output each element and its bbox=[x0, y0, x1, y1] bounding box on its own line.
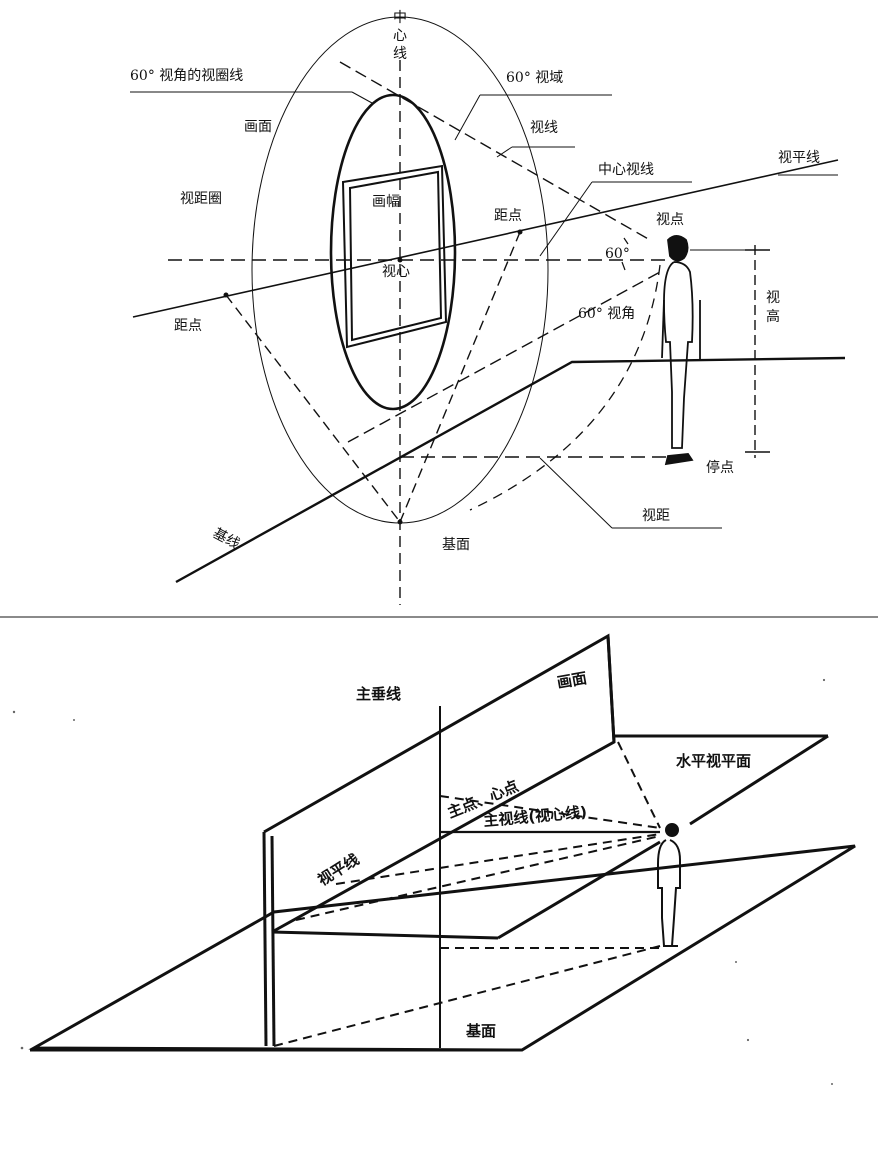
label-ground-plane-top: 基面 bbox=[442, 536, 470, 553]
label-view-center: 视心 bbox=[382, 264, 410, 280]
label-distance-point-right: 距点 bbox=[494, 208, 522, 224]
person-figure-bottom bbox=[657, 823, 681, 947]
label-picture-frame: 画幅 bbox=[372, 194, 400, 210]
view-circle-ellipse bbox=[329, 93, 457, 411]
bottom-diagram: 主垂线 画面 水平视平面 主点、心点 主视线(视心线) 视平线 基面 bbox=[12, 633, 856, 1085]
ground-plane-edge bbox=[175, 356, 846, 584]
speckles bbox=[12, 678, 833, 1085]
picture-plane-bottom bbox=[262, 633, 616, 1047]
horizon-line bbox=[132, 159, 839, 318]
point-markers bbox=[223, 229, 629, 525]
label-view-height-2: 高 bbox=[766, 308, 780, 325]
lower-sight-line bbox=[347, 271, 661, 443]
label-viewing-distance: 视距 bbox=[642, 508, 670, 524]
label-station-point: 停点 bbox=[706, 459, 734, 476]
top-diagram: 中 心 线 60° 视角的视圈线 60° 视域 画面 视线 中心视线 视平线 视… bbox=[130, 10, 846, 605]
label-distance-point-left: 距点 bbox=[174, 318, 202, 334]
label-picture-plane: 画面 bbox=[244, 119, 272, 135]
label-view-height-1: 视 bbox=[766, 290, 780, 306]
rotation-arc bbox=[469, 264, 661, 511]
label-picture-plane-bottom: 画面 bbox=[556, 669, 589, 692]
label-viewpoint: 视点 bbox=[656, 212, 684, 228]
label-center-sight-line: 中心视线 bbox=[598, 162, 654, 178]
top-labels: 中 心 线 60° 视角的视圈线 60° 视域 画面 视线 中心视线 视平线 视… bbox=[130, 10, 820, 553]
label-angle-60: 60° bbox=[605, 246, 630, 262]
label-ground-plane-bottom: 基面 bbox=[465, 1022, 496, 1040]
label-sight-line: 视线 bbox=[530, 120, 558, 136]
label-horizon-line: 视平线 bbox=[778, 150, 820, 166]
label-view-field-60: 60° 视域 bbox=[506, 70, 563, 86]
label-main-vertical-line: 主垂线 bbox=[356, 685, 401, 703]
picture-frame bbox=[341, 164, 448, 349]
view-field-line bbox=[339, 61, 651, 241]
distance-line-left bbox=[225, 294, 401, 523]
label-horizontal-view-plane: 水平视平面 bbox=[676, 752, 751, 770]
label-center-line-1: 中 bbox=[393, 10, 407, 26]
view-height-marker bbox=[690, 245, 770, 458]
horizontal-view-plane bbox=[271, 734, 829, 940]
label-view-angle-60: 60° 视角 bbox=[578, 306, 635, 322]
person-figure-top bbox=[661, 235, 701, 466]
label-center-line-3: 线 bbox=[393, 46, 407, 62]
label-view-circle-60: 60° 视角的视圈线 bbox=[130, 68, 243, 84]
sight-dash-lines bbox=[273, 741, 661, 1047]
distance-line-right bbox=[399, 231, 521, 523]
label-distance-circle: 视距圈 bbox=[180, 191, 222, 207]
leader-lines bbox=[130, 91, 838, 529]
label-center-line-2: 心 bbox=[393, 28, 407, 44]
